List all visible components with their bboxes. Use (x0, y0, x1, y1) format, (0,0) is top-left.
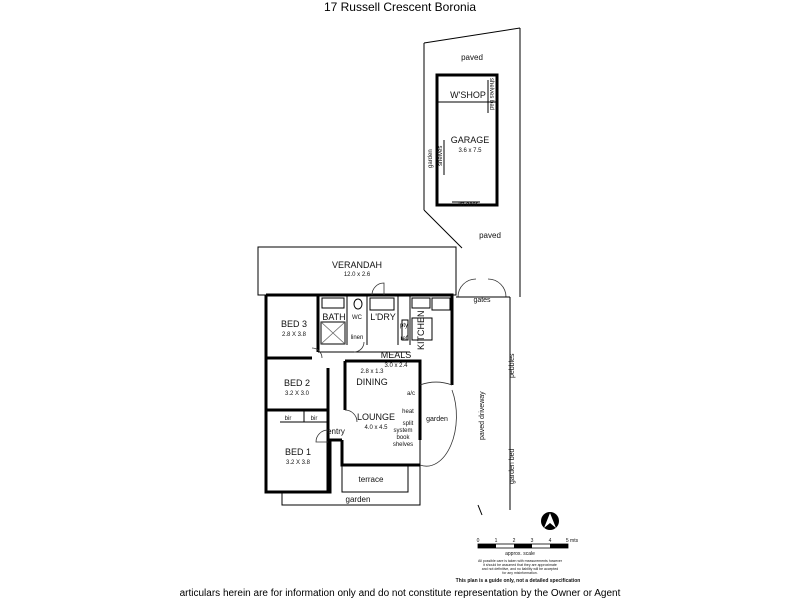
disclaimer-line-2: it should be assumed that they are appro… (483, 563, 557, 567)
garden-bed-label: garden bed (509, 448, 516, 484)
scale-tick-0: 0 (477, 538, 480, 544)
garage-side-garden-label: garden (428, 149, 434, 168)
bed1-label: BED 1 (285, 447, 311, 457)
garden-bottom-label: garden (346, 495, 371, 504)
disclaimer-line-1: All possible care is taken with measurem… (478, 559, 563, 563)
paved-mid-label: paved (479, 231, 501, 240)
split-label: split (403, 421, 414, 427)
paved-driveway-label: paved driveway (479, 391, 486, 440)
lounge-dim: 4.0 x 4.5 (364, 425, 388, 431)
scale-bar (477, 543, 569, 549)
dining-label: DINING (356, 377, 388, 387)
gates-label: gates (473, 297, 491, 304)
verandah-label: VERANDAH (332, 260, 382, 270)
system-label: system (393, 428, 412, 434)
pebbles-label: pebbles (509, 353, 516, 378)
meals-dim: 3.0 x 2.4 (384, 363, 408, 369)
pty-label: pty (400, 323, 408, 329)
heat-label: heat (402, 409, 414, 415)
dining-dim: 2.8 x 1.3 (360, 369, 384, 375)
book-label: book (396, 435, 410, 441)
gates (456, 278, 510, 298)
ldry-label: L'DRY (370, 312, 396, 322)
bed1-dim: 3.2 X 3.8 (286, 460, 311, 466)
garden-right-label: garden (426, 416, 448, 423)
scale-tick-5: 5 mts (566, 538, 579, 544)
bed3-dim: 2.8 X 3.8 (282, 332, 307, 338)
terrace-label: terrace (359, 475, 384, 484)
wc-label: WC (352, 315, 363, 321)
linen-label: linen (351, 335, 364, 341)
bed2-label: BED 2 (284, 378, 310, 388)
ref-label: ref (400, 336, 407, 342)
footer-note: articulars herein are for information on… (179, 588, 621, 599)
guide-note: This plan is a guide only, not a detaile… (456, 578, 581, 584)
bed3-label: BED 3 (281, 319, 307, 329)
garage-dim: 3.6 x 7.5 (458, 148, 482, 154)
kitchen-label: KITCHEN (416, 310, 426, 350)
terrace-area (281, 465, 421, 506)
scale-tick-2: 2 (513, 538, 516, 544)
scale-tick-3: 3 (531, 538, 534, 544)
meals-label: MEALS (381, 350, 412, 360)
scale-tick-4: 4 (549, 538, 552, 544)
bir2-label: bir (311, 416, 318, 422)
disclaimer-line-3: and not definitive, and no liability wil… (482, 567, 559, 571)
bed2-dim: 3.2 X 3.0 (285, 391, 310, 397)
wshop-label: W'SHOP (450, 90, 486, 100)
doors (311, 282, 457, 467)
lounge-label: LOUNGE (357, 412, 395, 422)
bath-label: BATH (322, 312, 345, 322)
disclaimer-line-4: for any misinformation. (502, 571, 537, 575)
ac-label: a/c (407, 391, 415, 397)
scale-caption: approx. scale (505, 551, 535, 557)
shelves-bad-label: shelves bad (488, 78, 494, 110)
garage-shelves-label: shelves (438, 146, 444, 166)
property-boundary (423, 27, 521, 510)
verandah-dim: 12.0 x 2.6 (344, 272, 371, 278)
scale-tick-1: 1 (495, 538, 498, 544)
paved-top-label: paved (461, 53, 483, 62)
fixtures (320, 297, 451, 345)
boundary-break (477, 504, 483, 516)
entry-label: entry (327, 427, 345, 436)
verandah (257, 246, 457, 296)
shelves2-label: shelves (393, 442, 413, 448)
lift-door-label: lift dcor (458, 202, 477, 208)
north-arrow-icon (541, 512, 559, 530)
bir1-label: bir (285, 416, 292, 422)
plan-title: 17 Russell Crescent Boronia (323, 0, 477, 14)
garage-label: GARAGE (451, 135, 490, 145)
garage-building (435, 73, 499, 207)
